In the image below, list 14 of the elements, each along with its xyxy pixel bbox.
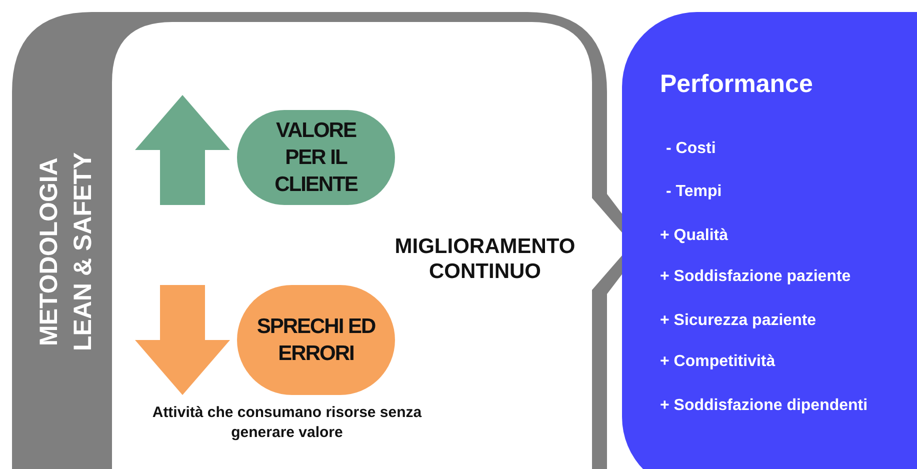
- list-item: + Sicurezza paziente: [660, 312, 816, 330]
- heading-text: MIGLIORAMENTO CONTINUO: [394, 234, 576, 284]
- list-item: + Soddisfazione paziente: [660, 268, 851, 286]
- performance-panel: [622, 12, 917, 469]
- panel-heading: Performance: [660, 70, 813, 99]
- list-item: + Competitività: [660, 353, 776, 371]
- pill-label: VALORE PER IL CLIENTE: [274, 118, 358, 198]
- list-item: + Qualità: [660, 227, 728, 245]
- caption-text: Attività che consumano risorse senza generare valore: [151, 403, 423, 443]
- pill-label: SPRECHI ED ERRORI: [256, 314, 376, 367]
- list-item: + Soddisfazione dipendenti: [660, 397, 868, 415]
- list-item: - Tempi: [666, 183, 722, 201]
- vertical-title: METODOLOGIA LEAN & SAFETY: [34, 152, 98, 352]
- list-item: - Costi: [666, 140, 716, 158]
